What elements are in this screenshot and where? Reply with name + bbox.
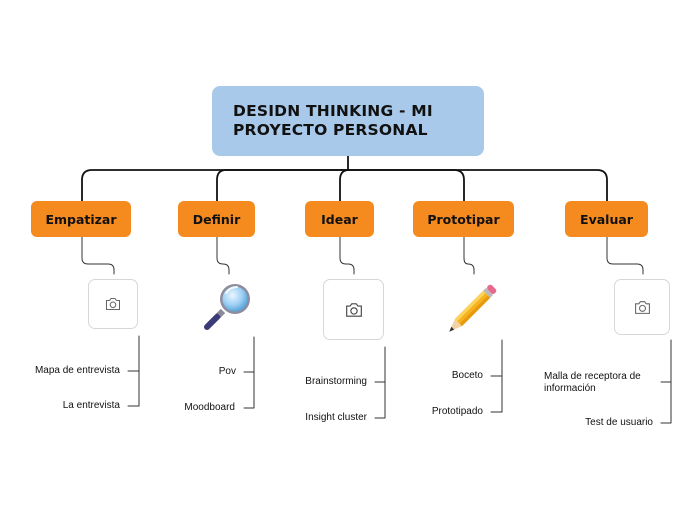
- leaf-brainstorming[interactable]: Brainstorming: [305, 376, 367, 387]
- magnifying-glass-icon: [204, 284, 250, 330]
- leaf-pov[interactable]: Pov: [218, 366, 236, 377]
- leaf-moodboard[interactable]: Moodboard: [184, 402, 235, 413]
- branch-idear[interactable]: Idear: [305, 201, 374, 237]
- image-prototipar[interactable]: [443, 278, 505, 336]
- image-placeholder-idear[interactable]: [323, 279, 384, 340]
- leaf-test-de-usuario[interactable]: Test de usuario: [585, 417, 653, 428]
- central-topic-line-2: PROYECTO PERSONAL: [233, 121, 428, 139]
- camera-placeholder-icon: [345, 302, 362, 317]
- leaf-prototipado[interactable]: Prototipado: [431, 406, 483, 417]
- branch-empatizar[interactable]: Empatizar: [31, 201, 131, 237]
- camera-placeholder-icon: [634, 300, 650, 314]
- branch-evaluar[interactable]: Evaluar: [565, 201, 648, 237]
- camera-placeholder-icon: [106, 298, 120, 310]
- pencil-icon: [449, 284, 497, 332]
- branch-prototipar[interactable]: Prototipar: [413, 201, 514, 237]
- leaf-boceto[interactable]: Boceto: [451, 370, 483, 381]
- branch-definir[interactable]: Definir: [178, 201, 255, 237]
- central-topic-line-1: DESIDN THINKING - MI: [233, 102, 433, 120]
- central-topic[interactable]: DESIDN THINKING - MI PROYECTO PERSONAL: [212, 86, 484, 156]
- leaf-mapa-de-entrevista[interactable]: Mapa de entrevista: [34, 365, 120, 376]
- leaf-la-entrevista[interactable]: La entrevista: [62, 400, 120, 411]
- image-placeholder-empatizar[interactable]: [88, 279, 138, 329]
- leaf-insight-cluster[interactable]: Insight cluster: [305, 412, 367, 423]
- image-definir[interactable]: [202, 279, 254, 331]
- image-placeholder-evaluar[interactable]: [614, 279, 670, 335]
- leaf-malla-de-receptora[interactable]: Malla de receptora de información: [544, 371, 641, 394]
